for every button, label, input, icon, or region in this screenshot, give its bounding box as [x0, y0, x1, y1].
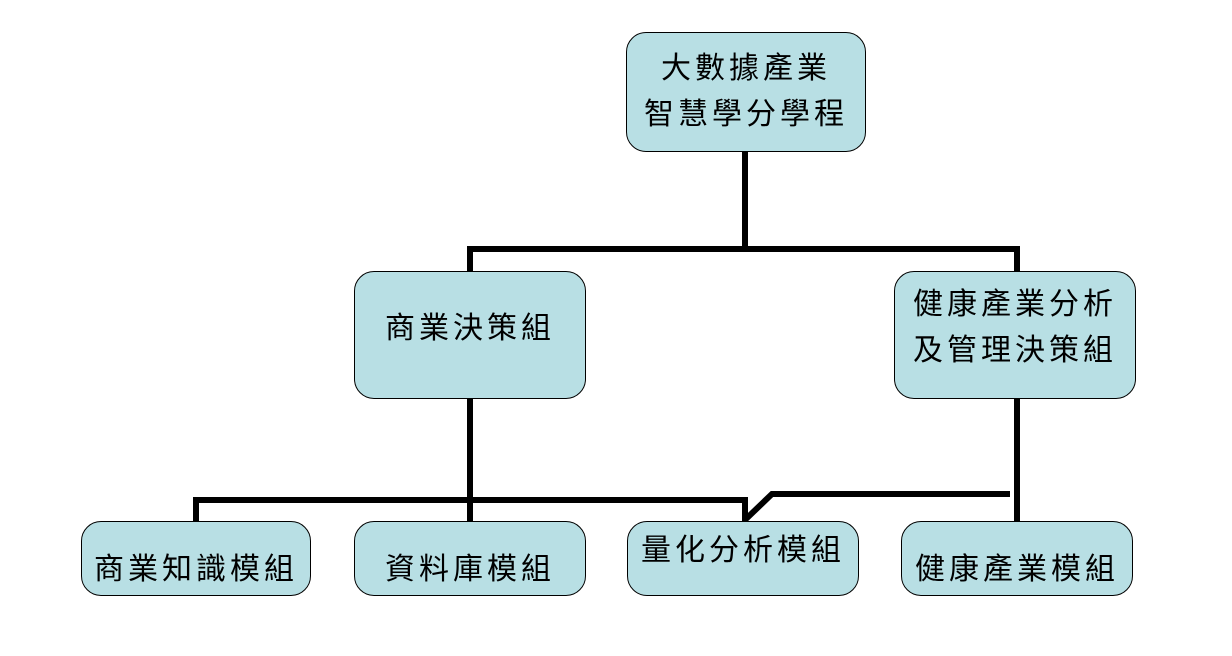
root-node: 大數據產業 智慧學分學程: [626, 32, 866, 152]
health-group-line2: 及管理決策組: [913, 333, 1117, 368]
quant-module-label: 量化分析模組: [641, 533, 845, 568]
bi-module-node: 商業知識模組: [81, 521, 311, 596]
db-module-label: 資料庫模組: [385, 552, 555, 587]
health-module-node: 健康產業模組: [901, 521, 1133, 596]
root-node-line2: 智慧學分學程: [644, 97, 848, 132]
business-group-label: 商業決策組: [385, 311, 555, 346]
health-group-node: 健康產業分析 及管理決策組: [894, 271, 1136, 399]
connector-health-to-quant: [743, 491, 1010, 522]
db-module-node: 資料庫模組: [354, 521, 586, 596]
health-group-line1: 健康產業分析: [913, 287, 1117, 322]
root-node-line1: 大數據產業: [661, 51, 831, 86]
health-module-label: 健康產業模組: [915, 552, 1119, 587]
quant-module-node: 量化分析模組: [627, 521, 859, 596]
bi-module-label: 商業知識模組: [94, 552, 298, 587]
business-group-node: 商業決策組: [354, 271, 586, 399]
